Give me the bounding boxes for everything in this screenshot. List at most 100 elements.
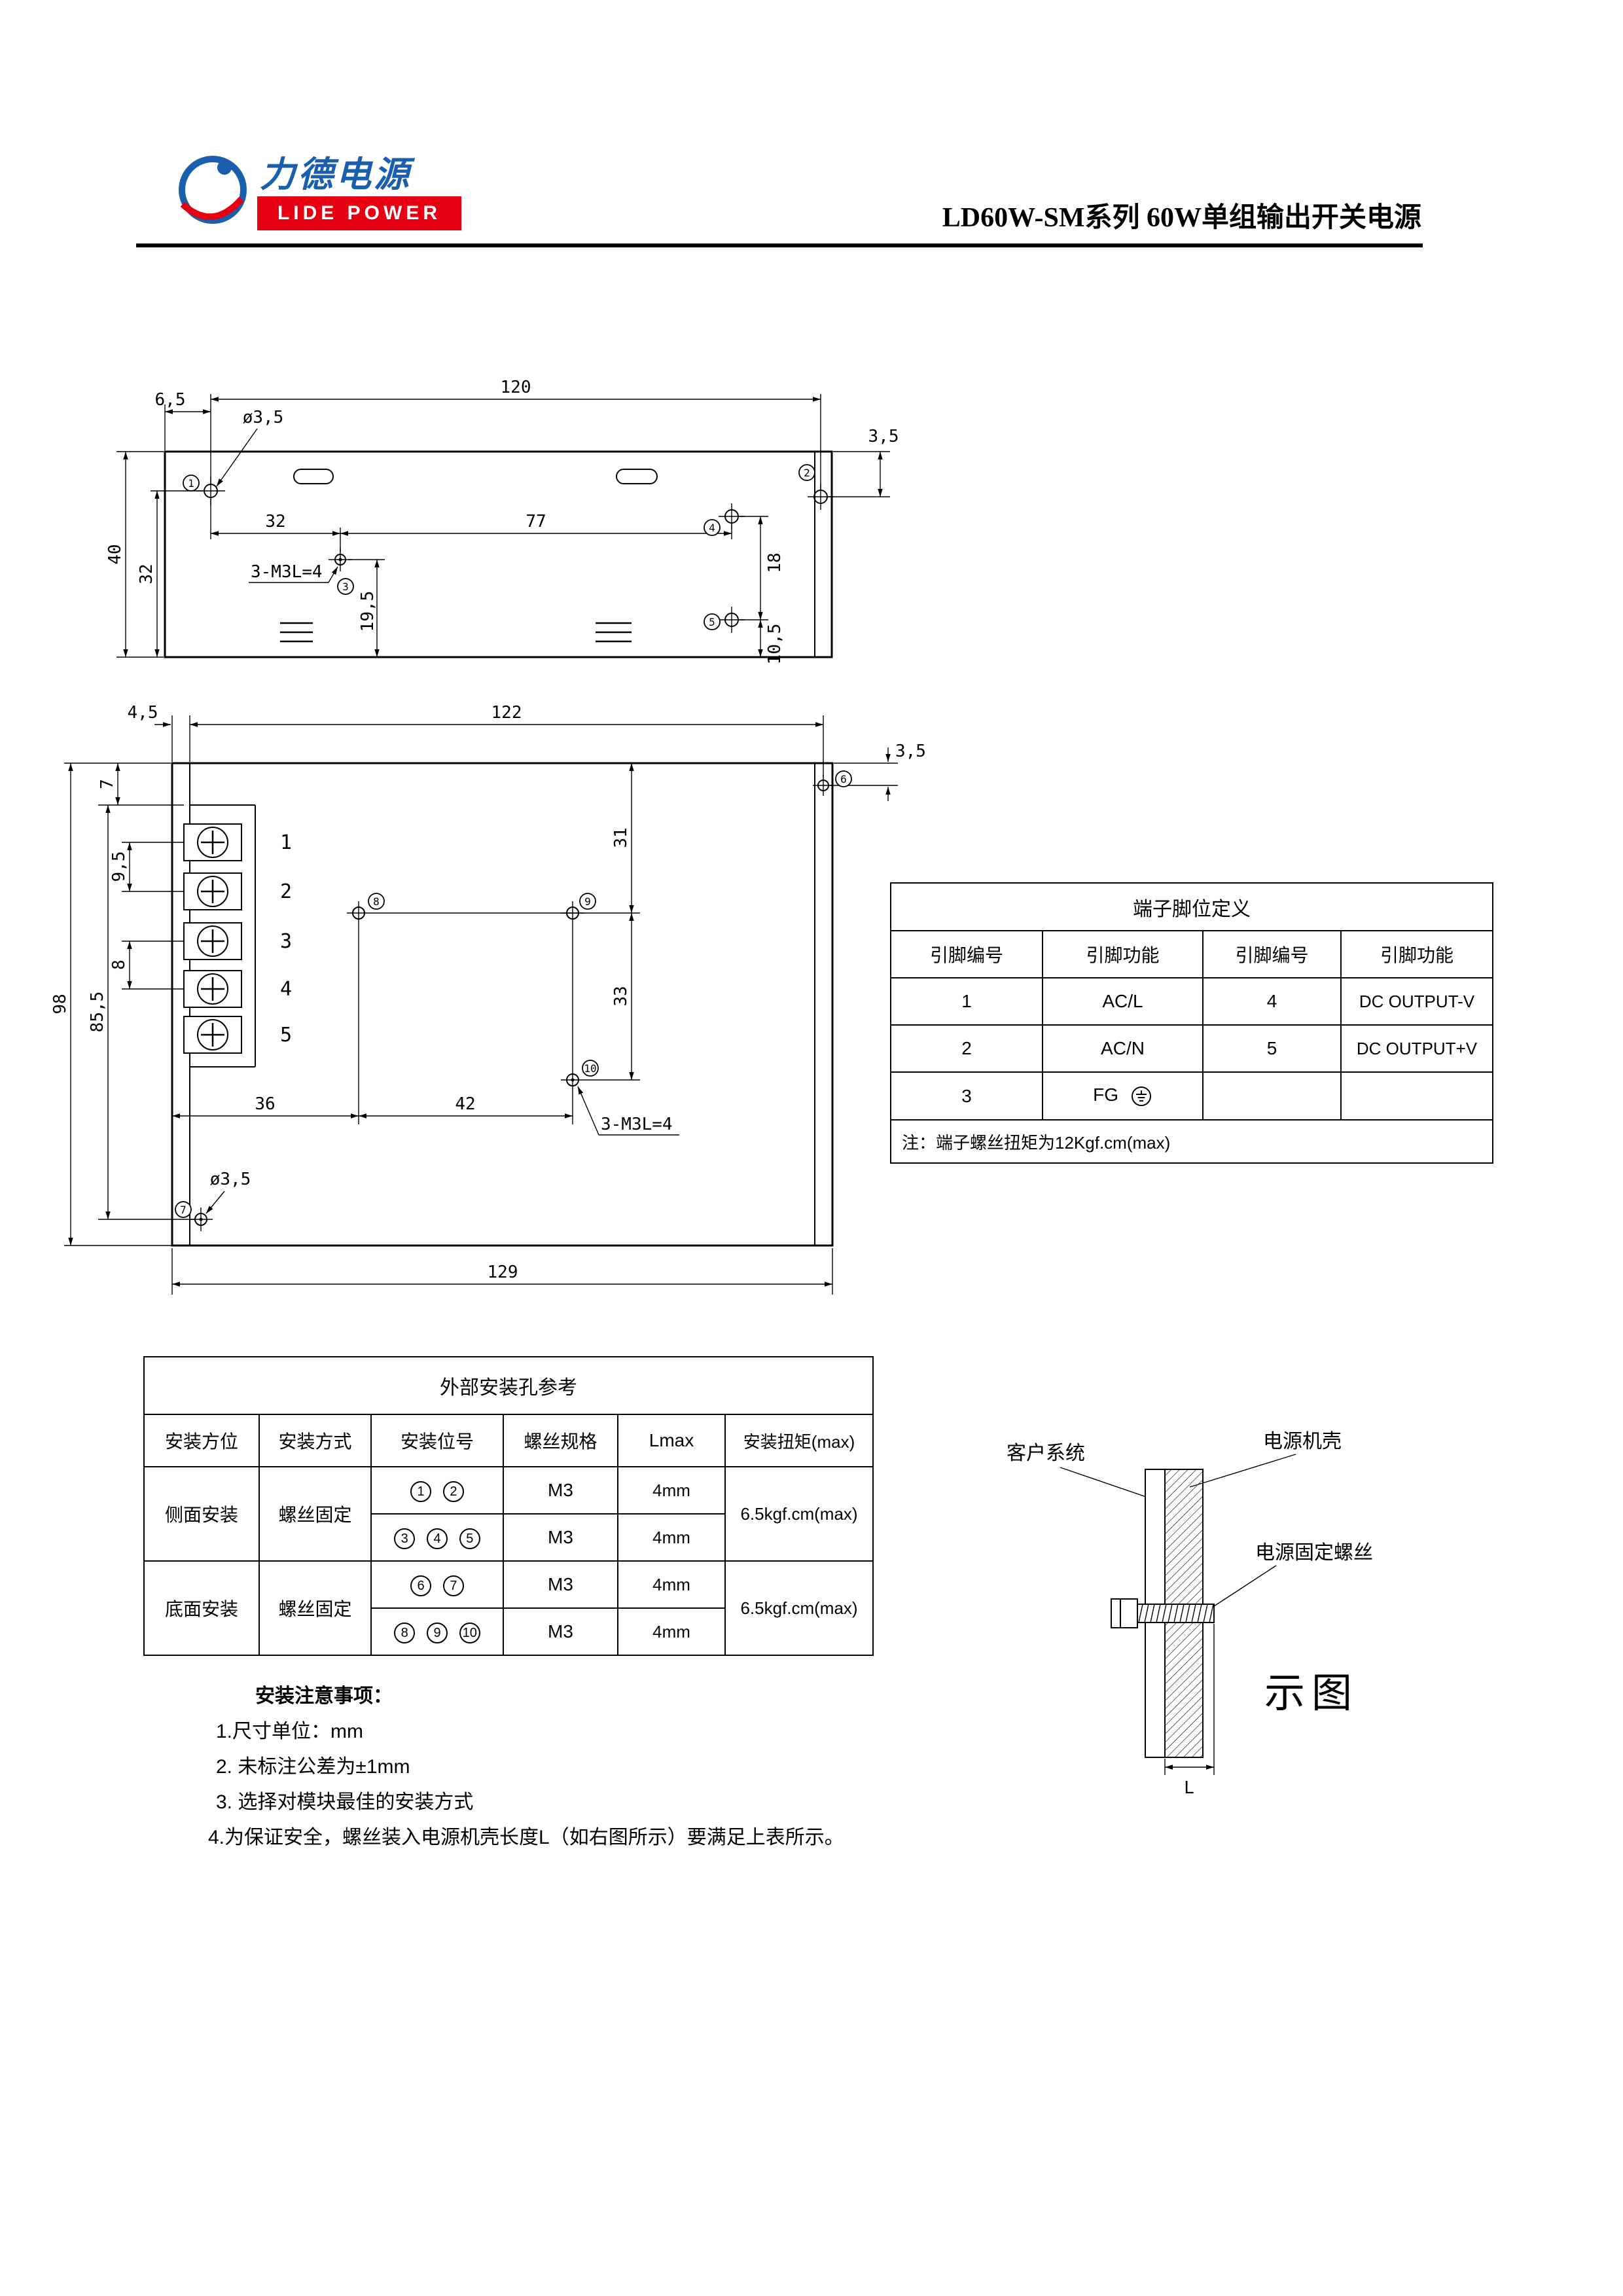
- mount-table-header: 安装位号: [370, 1414, 504, 1467]
- lmax-cell: 4mm: [617, 1560, 726, 1609]
- dim-129: 129: [171, 1248, 833, 1295]
- position-mark-7: 7: [175, 1201, 192, 1218]
- terminal-screw-3: [183, 922, 242, 960]
- terminal-number: 5: [280, 1024, 292, 1047]
- dim-3-5-top: 3,5: [829, 427, 899, 497]
- dim-6-5: 6,5: [155, 390, 211, 450]
- bottom-view-outline: [171, 762, 834, 1247]
- position-mark-4: 4: [427, 1528, 448, 1549]
- position-mark-6: 6: [835, 770, 852, 787]
- position-mark-8: 8: [394, 1622, 416, 1643]
- dim-label: 120: [501, 378, 531, 397]
- svg-text:3: 3: [342, 581, 349, 593]
- position-mark-1: 1: [183, 475, 200, 492]
- dim-122: 122: [189, 703, 824, 778]
- mount-marks-cell: 6 7: [370, 1560, 504, 1609]
- label-m3-top: 3-M3L=4: [249, 562, 338, 583]
- terminal-block: 1 2 3 4 5: [183, 804, 292, 1067]
- label-phi35-bottom: ø3,5: [205, 1170, 251, 1214]
- mount-position-cell: 侧面安装: [143, 1466, 260, 1562]
- position-mark-10: 10: [459, 1622, 480, 1643]
- pin-function-cell: [1340, 1071, 1493, 1121]
- label-m3-bottom: 3-M3L=4: [577, 1086, 679, 1136]
- dim-7: 7: [64, 762, 184, 806]
- position-mark-3: 3: [337, 578, 354, 595]
- dim-40: 40: [105, 451, 164, 658]
- mount-table-header: 螺丝规格: [503, 1414, 618, 1467]
- dim-label: 10,5: [765, 624, 785, 665]
- dim-label: 98: [52, 994, 70, 1014]
- logo: 力德电源 LIDE POWER: [172, 140, 486, 238]
- pin-table-header: 引脚编号: [1202, 930, 1342, 978]
- svg-text:10: 10: [584, 1062, 596, 1075]
- terminal-number: 2: [280, 880, 292, 903]
- pin-table-header: 引脚功能: [1042, 930, 1204, 978]
- svg-text:1: 1: [188, 477, 194, 490]
- dim-label: 4,5: [128, 703, 158, 723]
- dim-label: 7: [98, 779, 117, 789]
- terminal-number: 4: [280, 978, 292, 1001]
- label-illustration: 示图: [1264, 1671, 1359, 1716]
- side-view-outline: [164, 450, 833, 658]
- dim-label: 3-M3L=4: [251, 562, 323, 582]
- dim-label: ø3,5: [210, 1170, 251, 1189]
- terminal-screw-1: [183, 823, 242, 861]
- pin-number-cell: 2: [890, 1024, 1043, 1073]
- dim-label: L: [1184, 1778, 1194, 1798]
- position-mark-5: 5: [704, 613, 721, 630]
- dim-label: 6,5: [155, 390, 186, 410]
- drawing-side-view: 120 6,5 ø3,5 3,5 40 32 32 77 18: [105, 378, 899, 664]
- screw-spec-cell: M3: [503, 1607, 618, 1656]
- logo-text-en: LIDE POWER: [257, 196, 461, 230]
- pin-function-cell: AC/N: [1042, 1024, 1204, 1073]
- svg-text:7: 7: [180, 1204, 187, 1216]
- svg-text:6: 6: [840, 773, 847, 785]
- dim-36-42: 36 42: [172, 1094, 573, 1119]
- earth-ground-icon: [1131, 1086, 1151, 1106]
- dim-label: ø3,5: [243, 408, 284, 427]
- dim-L: L: [1164, 1624, 1215, 1798]
- mount-marks-cell: 1 2: [370, 1466, 504, 1515]
- screw-spec-cell: M3: [503, 1513, 618, 1562]
- dim-label: 42: [455, 1094, 475, 1114]
- pin-table-header: 引脚编号: [890, 930, 1043, 978]
- dim-32-vertical: 32: [137, 490, 203, 657]
- terminal-number: 3: [280, 930, 292, 953]
- dim-label: 40: [105, 544, 125, 564]
- fg-label: FG: [1093, 1085, 1119, 1105]
- label-customer-system: 客户系统: [1007, 1443, 1085, 1464]
- header-rule: [136, 243, 1423, 247]
- svg-text:5: 5: [709, 616, 715, 628]
- position-mark-4: 4: [704, 519, 721, 536]
- terminal-number: 1: [280, 831, 292, 854]
- lmax-cell: 4mm: [617, 1513, 726, 1562]
- mount-table-header: 安装方式: [259, 1414, 372, 1467]
- pin-function-cell: DC OUTPUT-V: [1340, 977, 1493, 1026]
- note-item: 3. 选择对模块最佳的安装方式: [216, 1791, 474, 1813]
- lmax-cell: 4mm: [617, 1466, 726, 1515]
- pin-function-cell: AC/L: [1042, 977, 1204, 1026]
- position-mark-9: 9: [579, 893, 596, 910]
- label-fixing-screw: 电源固定螺丝: [1255, 1542, 1373, 1564]
- dim-label: 32: [137, 564, 156, 584]
- vent-slots: [280, 622, 632, 643]
- mount-marks-cell: 8 9 10: [370, 1607, 504, 1656]
- mount-marks-cell: 3 4 5: [370, 1513, 504, 1562]
- notes-title: 安装注意事项：: [255, 1685, 393, 1707]
- dim-label: 19,5: [358, 591, 378, 632]
- center-lines: [358, 912, 640, 1124]
- dim-label: 3-M3L=4: [601, 1115, 673, 1134]
- dim-18-10-5: 18 10,5: [740, 516, 785, 664]
- position-mark-7: 7: [442, 1575, 464, 1596]
- terminal-screw-5: [183, 1016, 242, 1054]
- pin-table-header: 引脚功能: [1340, 930, 1493, 978]
- mount-position-cell: 底面安装: [143, 1560, 260, 1656]
- position-mark-2: 2: [798, 464, 815, 481]
- dim-33: 33: [611, 913, 634, 1080]
- dim-31: 31: [611, 763, 634, 913]
- mounting-hole-7: [189, 1208, 213, 1231]
- fixing-screw: [1111, 1598, 1215, 1628]
- table-row: 1 AC/L 4 DC OUTPUT-V: [890, 977, 1493, 1026]
- pin-number-cell: 5: [1202, 1024, 1342, 1073]
- dim-label: 3,5: [868, 427, 899, 446]
